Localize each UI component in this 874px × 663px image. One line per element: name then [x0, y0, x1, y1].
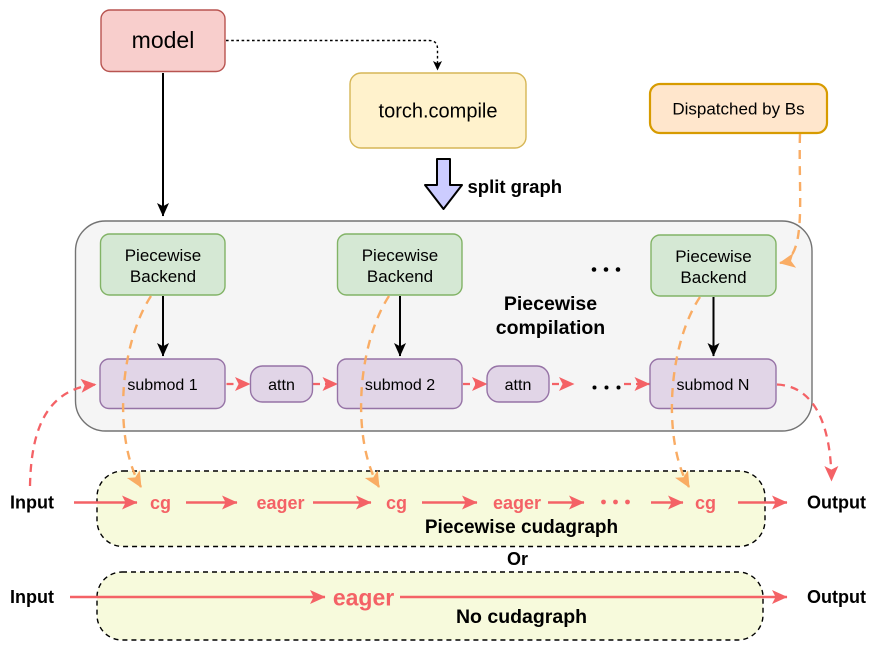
svg-text:split graph: split graph [468, 176, 563, 197]
svg-text:cg: cg [386, 493, 407, 513]
svg-text:No cudagraph: No cudagraph [456, 606, 587, 628]
svg-text:cg: cg [150, 493, 171, 513]
svg-text:Or: Or [507, 549, 528, 569]
svg-text:Backend: Backend [130, 267, 196, 286]
svg-text:Piecewise: Piecewise [362, 246, 439, 265]
svg-text:Input: Input [10, 587, 54, 607]
svg-text:Piecewise: Piecewise [504, 293, 597, 315]
svg-text:submod 1: submod 1 [127, 377, 197, 394]
svg-text:eager: eager [256, 493, 304, 513]
svg-text:Piecewise: Piecewise [125, 246, 202, 265]
svg-text:cg: cg [695, 493, 716, 513]
svg-text:eager: eager [333, 585, 394, 611]
svg-text:attn: attn [505, 377, 532, 394]
svg-text:eager: eager [493, 493, 541, 513]
svg-text:Output: Output [807, 587, 866, 607]
svg-text:compilation: compilation [496, 317, 605, 339]
svg-text:Piecewise: Piecewise [675, 247, 752, 266]
svg-text:submod N: submod N [677, 377, 750, 394]
svg-text:Piecewise cudagraph: Piecewise cudagraph [425, 517, 618, 538]
svg-text:Input: Input [10, 493, 54, 513]
svg-text:submod 2: submod 2 [365, 377, 435, 394]
svg-text:Output: Output [807, 493, 866, 513]
svg-text:Dispatched by Bs: Dispatched by Bs [672, 100, 804, 119]
svg-text:Backend: Backend [680, 268, 746, 287]
svg-text:torch.compile: torch.compile [379, 101, 498, 123]
svg-text:model: model [132, 27, 195, 53]
svg-text:attn: attn [268, 377, 295, 394]
svg-text:Backend: Backend [367, 267, 433, 286]
